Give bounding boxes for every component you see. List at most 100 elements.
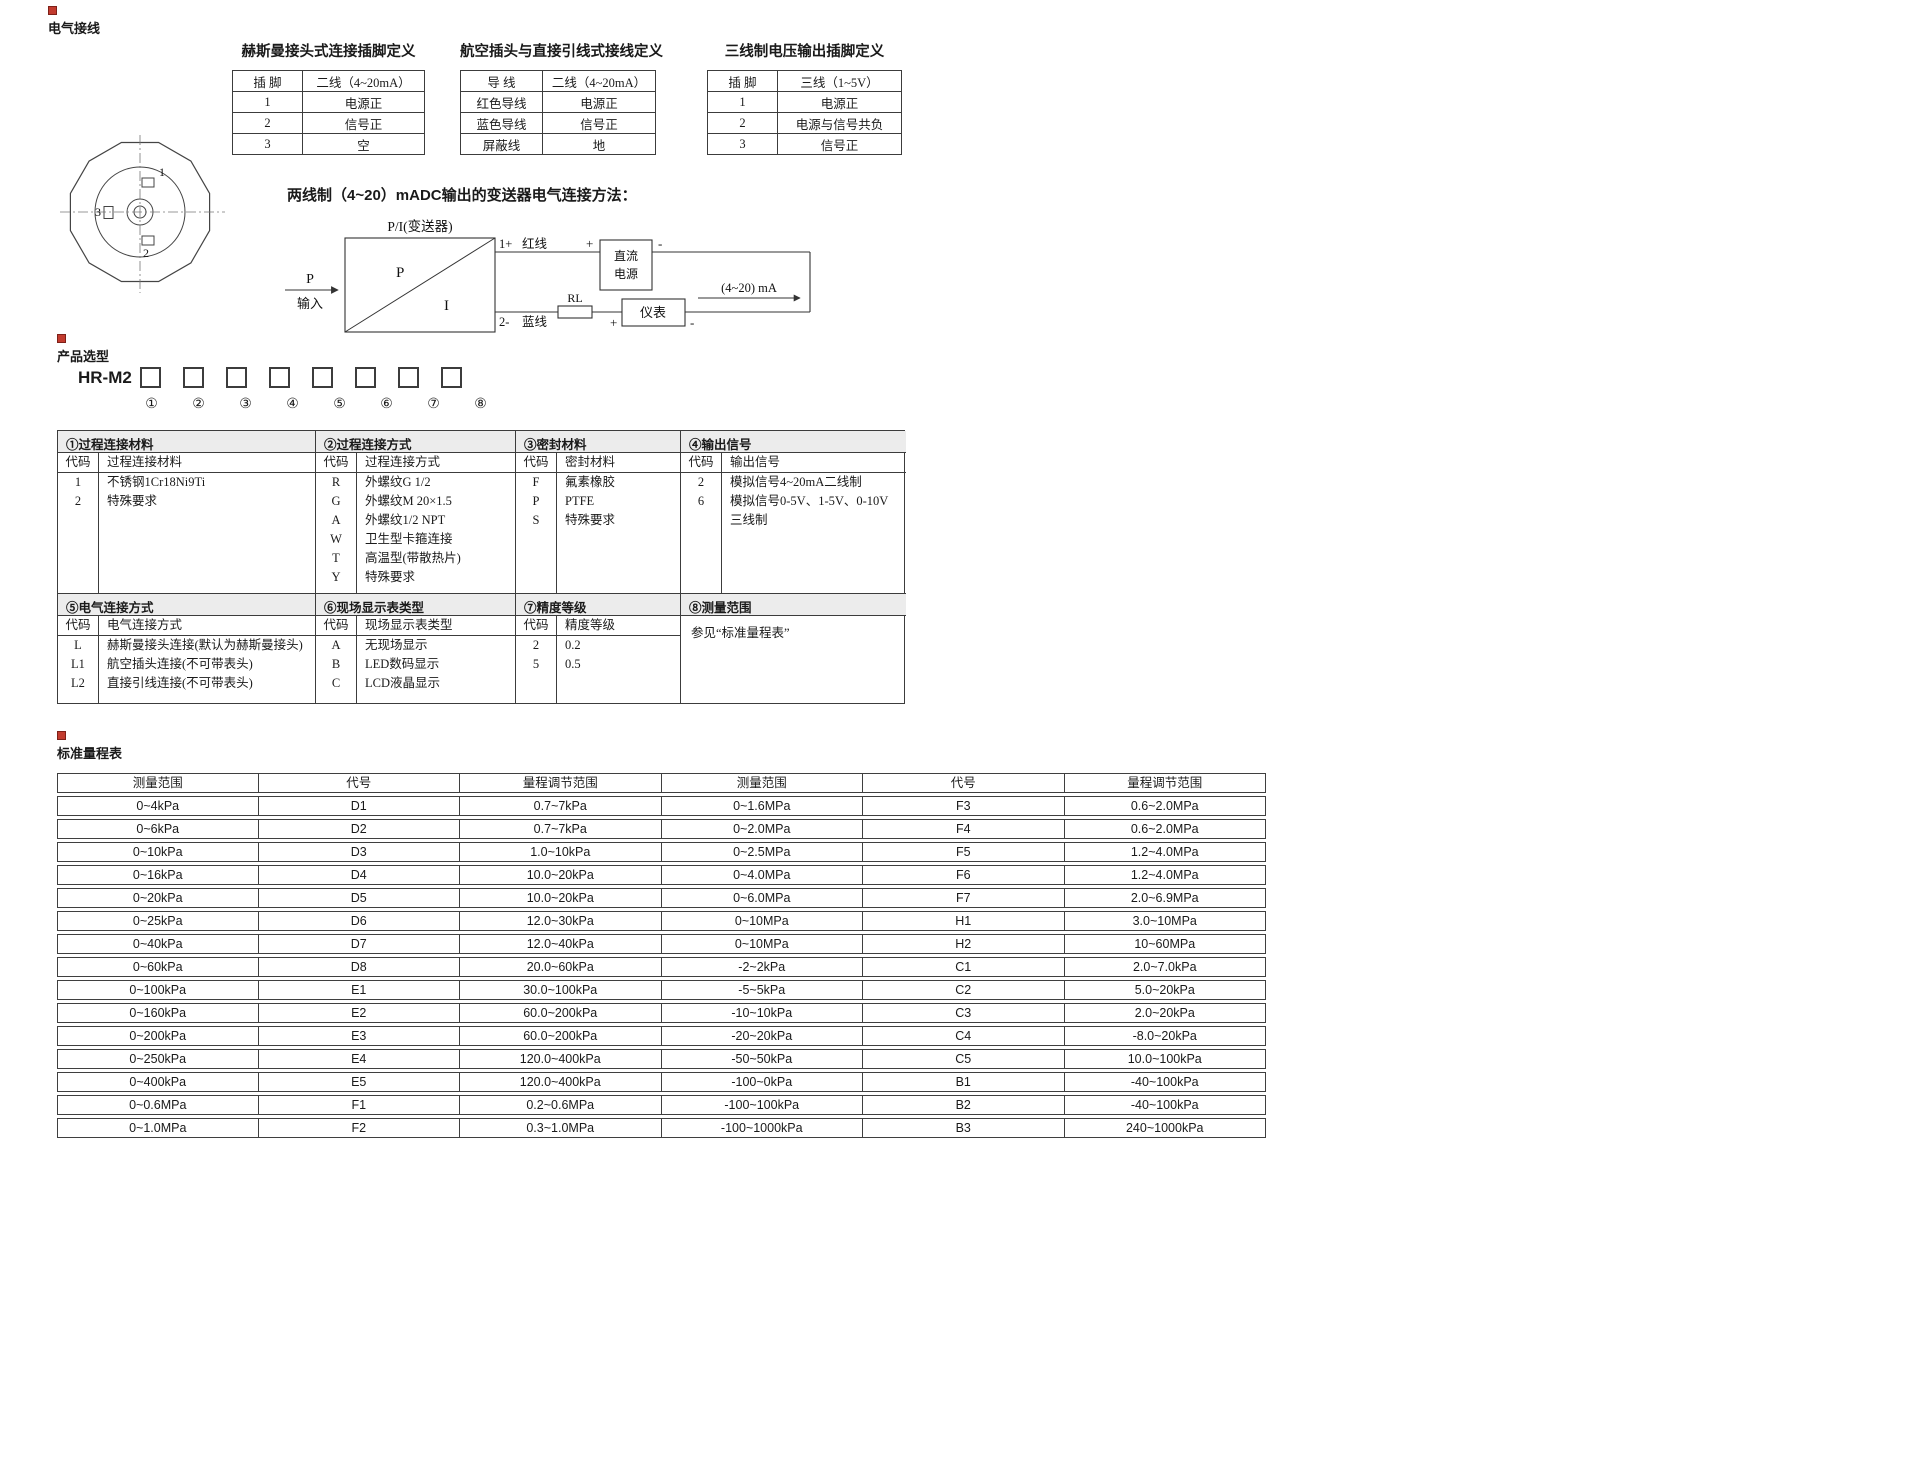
option-label: 模拟信号4~20mA二线制	[730, 475, 862, 489]
dc-power-box	[599, 239, 653, 291]
table-cell: 电源正	[302, 91, 425, 113]
column-header: 插 脚	[232, 70, 303, 92]
table-row: 蓝色导线信号正	[460, 112, 656, 134]
order-mark-8: ⑧	[474, 397, 487, 412]
option-code: R	[331, 475, 341, 489]
wire1-terminal-label: 1+	[499, 237, 512, 251]
option-label: 0.5	[565, 657, 581, 671]
table-cell: -20~20kPa	[661, 1026, 863, 1046]
selection-blank-box-3	[225, 367, 247, 388]
table-cell: 0~250kPa	[57, 1049, 259, 1069]
column-header: 量程调节范围	[1064, 773, 1266, 793]
table-cell: -50~50kPa	[661, 1049, 863, 1069]
column-header: 插 脚	[707, 70, 778, 92]
table-cell: 0~6kPa	[57, 819, 259, 839]
table-cell: 2.0~20kPa	[1064, 1003, 1266, 1023]
option-code: P	[532, 494, 540, 508]
option-label: 卫生型卡箍连接	[365, 532, 453, 546]
table-cell: E2	[258, 1003, 460, 1023]
option-label: 航空插头连接(不可带表头)	[107, 657, 253, 671]
group-title-accuracy: ⑦精度等级	[516, 594, 681, 616]
table-cell: 0~4.0MPa	[661, 865, 863, 885]
table-cell: -100~0kPa	[661, 1072, 863, 1092]
table-cell: 蓝色导线	[460, 112, 543, 134]
table-cell: C2	[863, 980, 1065, 1000]
table-cell: 20.0~60kPa	[460, 957, 662, 977]
option-label: 不锈钢1Cr18Ni9Ti	[107, 475, 206, 489]
table-cell: H2	[863, 934, 1065, 954]
group-title-seal-material: ③密封材料	[516, 431, 681, 453]
order-mark-1: ①	[145, 397, 158, 412]
table-cell: 2	[707, 112, 778, 134]
table-cell: 0~1.0MPa	[57, 1118, 259, 1138]
table-cell: C5	[863, 1049, 1065, 1069]
table-cell: F4	[863, 819, 1065, 839]
table-cell: -10~10kPa	[661, 1003, 863, 1023]
selection-blank-box-2	[182, 367, 204, 388]
table-cell: 电源正	[542, 91, 656, 113]
table-cell: -100~100kPa	[661, 1095, 863, 1115]
wire2-terminal-label: 2-	[499, 315, 509, 329]
code-column-header: 代码	[681, 453, 721, 473]
table-cell: F5	[863, 842, 1065, 862]
aviation-plug-table: 导 线 二线（4~20mA） 红色导线电源正蓝色导线信号正屏蔽线地	[460, 70, 656, 155]
group-title-process-material: ①过程连接材料	[58, 431, 316, 453]
order-mark-2: ②	[192, 397, 205, 412]
table-cell: D1	[258, 796, 460, 816]
pin-table-title: 航空插头与直接引线式接线定义	[460, 44, 663, 60]
two-wire-connection-diagram: P/I(变送器) P I P 输入 1+ 红线 + 直流 电源 - 2- 蓝线 …	[285, 219, 811, 333]
table-cell: B2	[863, 1095, 1065, 1115]
table-cell: E1	[258, 980, 460, 1000]
section-bullet-icon	[57, 731, 66, 740]
column-header: 测量范围	[57, 773, 259, 793]
section-wiring-header: 电气接线	[48, 6, 100, 37]
column-divider	[556, 616, 557, 703]
table-cell: 2.0~6.9MPa	[1064, 888, 1266, 908]
option-code: 5	[532, 657, 540, 671]
table-cell: 信号正	[777, 133, 902, 155]
code-column-header: 代码	[516, 616, 556, 636]
option-label: 直接引线连接(不可带表头)	[107, 676, 253, 690]
table-cell: 10.0~100kPa	[1064, 1049, 1266, 1069]
table-cell: 3	[707, 133, 778, 155]
option-code: L1	[71, 657, 85, 671]
table-cell: 0~6.0MPa	[661, 888, 863, 908]
model-name: HR-M2	[78, 367, 132, 387]
selection-blank-box-7	[397, 367, 419, 388]
input-label: 输入	[297, 296, 323, 311]
table-cell: 0~200kPa	[57, 1026, 259, 1046]
table-cell: 60.0~200kPa	[460, 1026, 662, 1046]
column-divider	[98, 616, 99, 703]
current-range-label: (4~20) mA	[721, 281, 777, 295]
option-code: Y	[331, 570, 341, 584]
table-cell: 0.7~7kPa	[460, 819, 662, 839]
selection-blank-box-8	[440, 367, 462, 388]
selection-blank-box-4	[268, 367, 290, 388]
column-divider	[556, 453, 557, 593]
table-cell: F2	[258, 1118, 460, 1138]
order-mark-7: ⑦	[427, 397, 440, 412]
section-bullet-icon	[57, 334, 66, 343]
column-divider	[356, 616, 357, 703]
pin2-label: 2	[143, 246, 149, 260]
option-code: T	[332, 551, 340, 565]
table-cell: -40~100kPa	[1064, 1095, 1266, 1115]
option-code: 6	[697, 494, 705, 508]
table-cell: F3	[863, 796, 1065, 816]
code-column-header: 代码	[58, 616, 98, 636]
value-column-header: 过程连接方式	[356, 453, 515, 473]
section-bullet-icon	[48, 6, 57, 15]
table-cell: 10~60MPa	[1064, 934, 1266, 954]
table-cell: 0~20kPa	[57, 888, 259, 908]
